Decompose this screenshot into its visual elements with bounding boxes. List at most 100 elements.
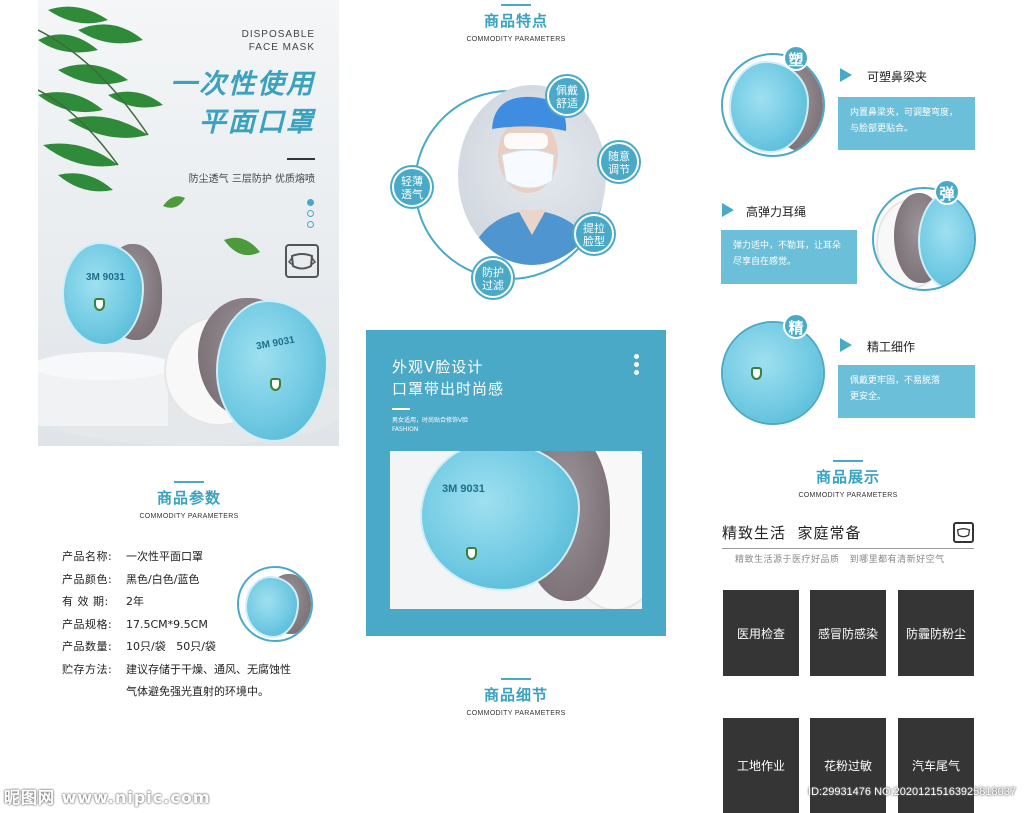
details-title: 商品细节 [483, 686, 548, 704]
feature-bubble-filter: 防护过滤 [473, 258, 513, 298]
mask-blue-left [62, 242, 144, 346]
desc-line: 佩戴更牢固，不易脱落 [850, 376, 941, 386]
more-dots-icon [634, 354, 640, 378]
face-mask-icon [285, 244, 319, 278]
bubble-line: 佩戴 [556, 84, 578, 97]
mask-valve-icon [270, 378, 281, 391]
hero-english-title: DISPOSABLE FACE MASK [242, 28, 315, 54]
param-value-continued: 气体避免强光直射的环境中。 [126, 685, 269, 698]
arrow-right-icon [840, 338, 852, 352]
detail-desc: 佩戴更牢固，不易脱落 更安全。 [838, 365, 975, 418]
display-subline: 精致生活源于医疗好品质 到哪里都有清新好空气 [735, 555, 945, 565]
param-row: 产品颜色:黑色/白色/蓝色 [62, 569, 322, 592]
param-label: 产品数量: [62, 640, 113, 653]
detail-badge: 精 [783, 313, 809, 339]
carousel-dot[interactable] [307, 210, 314, 217]
param-row: 气体避免强光直射的环境中。 [62, 681, 322, 704]
hero-en-line2: FACE MASK [248, 42, 315, 53]
feature-bubble-adjust: 随意调节 [599, 142, 639, 182]
mask-valve-icon [466, 547, 477, 560]
carousel-dots[interactable] [307, 199, 315, 232]
mask-blue [723, 323, 823, 423]
header-bar [501, 678, 531, 680]
arrow-right-icon [722, 203, 734, 217]
mask-print: 3M 9031 [442, 483, 485, 495]
bubble-line: 随意 [608, 150, 630, 163]
desc-line: 与脸部更贴合。 [850, 124, 914, 134]
details-en-title: COMMODITY PARAMETERS [466, 710, 566, 717]
carousel-dot[interactable] [307, 221, 314, 228]
v-sub-line1: 男女适用，时尚贴合修饰V脸 [392, 417, 469, 424]
scenario-tile[interactable]: 工地作业 [723, 718, 799, 813]
display-en-title: COMMODITY PARAMETERS [798, 492, 898, 499]
bubble-line: 调节 [608, 163, 630, 176]
param-label: 产品颜色: [62, 572, 113, 586]
desc-line: 更安全。 [850, 392, 887, 402]
scenario-tile[interactable]: 医用检查 [723, 590, 799, 676]
param-value: 2年 [126, 595, 144, 608]
detail-title: 高弹力耳绳 [746, 205, 807, 219]
feature-bubble-breathable: 轻薄透气 [392, 167, 432, 207]
carousel-dot[interactable] [307, 199, 314, 206]
watermark-right: ID:29931476 NO:20201215163925818037 [808, 786, 1016, 798]
arrow-right-icon [840, 68, 852, 82]
v-sub-line2: FASHION [392, 426, 419, 433]
nurse-illustration [468, 96, 598, 265]
params-title: 商品参数 [156, 489, 221, 507]
params-en-title: COMMODITY PARAMETERS [139, 513, 239, 520]
params-table: 产品名称:一次性平面口罩 产品颜色:黑色/白色/蓝色 有 效 期: 2年 产品规格… [62, 546, 322, 704]
scenario-tile[interactable]: 汽车尾气 [898, 718, 974, 813]
detail-desc: 内置鼻梁夹，可调整弯度， 与脸部更贴合。 [838, 97, 975, 150]
bubble-line: 透气 [401, 188, 423, 201]
watermark-left: 昵图网 www.nipic.com [4, 788, 211, 807]
scenario-tile[interactable]: 花粉过敏 [810, 718, 886, 813]
bubble-line: 舒适 [556, 97, 578, 110]
hero-title: 一次性使用 平面口罩 [170, 66, 315, 142]
mask-valve-icon [751, 367, 762, 380]
display-title: 商品展示 [815, 468, 880, 486]
desc-line: 弹力适中，不勒耳，让耳朵 [733, 241, 842, 251]
mask-blue [245, 576, 299, 638]
param-row: 产品名称:一次性平面口罩 [62, 546, 322, 569]
param-value: 10只/袋 50只/袋 [126, 640, 216, 653]
hero-title-line1: 一次性使用 [170, 69, 315, 100]
scenario-tile[interactable]: 防霾防粉尘 [898, 590, 974, 676]
detail-image-craft [721, 321, 825, 425]
mask-blue [918, 191, 974, 289]
mask-blue [729, 61, 809, 153]
details-header: 商品细节 COMMODITY PARAMETERS [456, 678, 576, 717]
param-value: 17.5CM*9.5CM [126, 617, 208, 631]
features-en-title: COMMODITY PARAMETERS [466, 36, 566, 43]
detail-title: 可塑鼻梁夹 [867, 70, 928, 84]
bubble-line: 轻薄 [401, 175, 423, 188]
param-value: 一次性平面口罩 [126, 550, 203, 563]
display-divider [722, 548, 974, 549]
hero-divider [287, 158, 315, 160]
param-label: 有 效 期: [62, 595, 109, 608]
param-label: 贮存方法: [62, 662, 113, 676]
bubble-line: 过滤 [482, 279, 504, 292]
mask-closeup-photo: 3M 9031 [390, 451, 642, 609]
bubble-line: 脸型 [583, 235, 605, 248]
floating-leaf-icon [224, 237, 260, 256]
detail-image-nose-clip [721, 53, 825, 157]
hero-banner: DISPOSABLE FACE MASK 一次性使用 平面口罩 防尘透气 三层防… [38, 0, 339, 446]
scenario-tile[interactable]: 感冒防感染 [810, 590, 886, 676]
param-row: 产品规格:17.5CM*9.5CM [62, 614, 322, 637]
leaves-decoration [38, 6, 163, 192]
header-bar [833, 460, 863, 462]
param-value: 建议存储于干燥、通风、无腐蚀性 [126, 662, 291, 676]
floating-leaf-icon [163, 196, 185, 208]
header-bar [501, 4, 531, 6]
v-design-subtitle: 男女适用，时尚贴合修饰V脸 FASHION [392, 416, 468, 434]
display-headline: 精致生活 家庭常备 [722, 524, 862, 542]
face-mask-icon [953, 522, 974, 543]
param-row: 有 效 期: 2年 [62, 591, 322, 614]
feature-bubble-comfort: 佩戴舒适 [547, 76, 587, 116]
v-title-line1: 外观V脸设计 [392, 358, 484, 376]
mask-valve-icon [94, 298, 105, 311]
features-header: 商品特点 COMMODITY PARAMETERS [456, 4, 576, 43]
param-product-image [237, 566, 313, 642]
mask-print: 3M 9031 [86, 272, 125, 283]
params-header: 商品参数 COMMODITY PARAMETERS [129, 481, 249, 520]
